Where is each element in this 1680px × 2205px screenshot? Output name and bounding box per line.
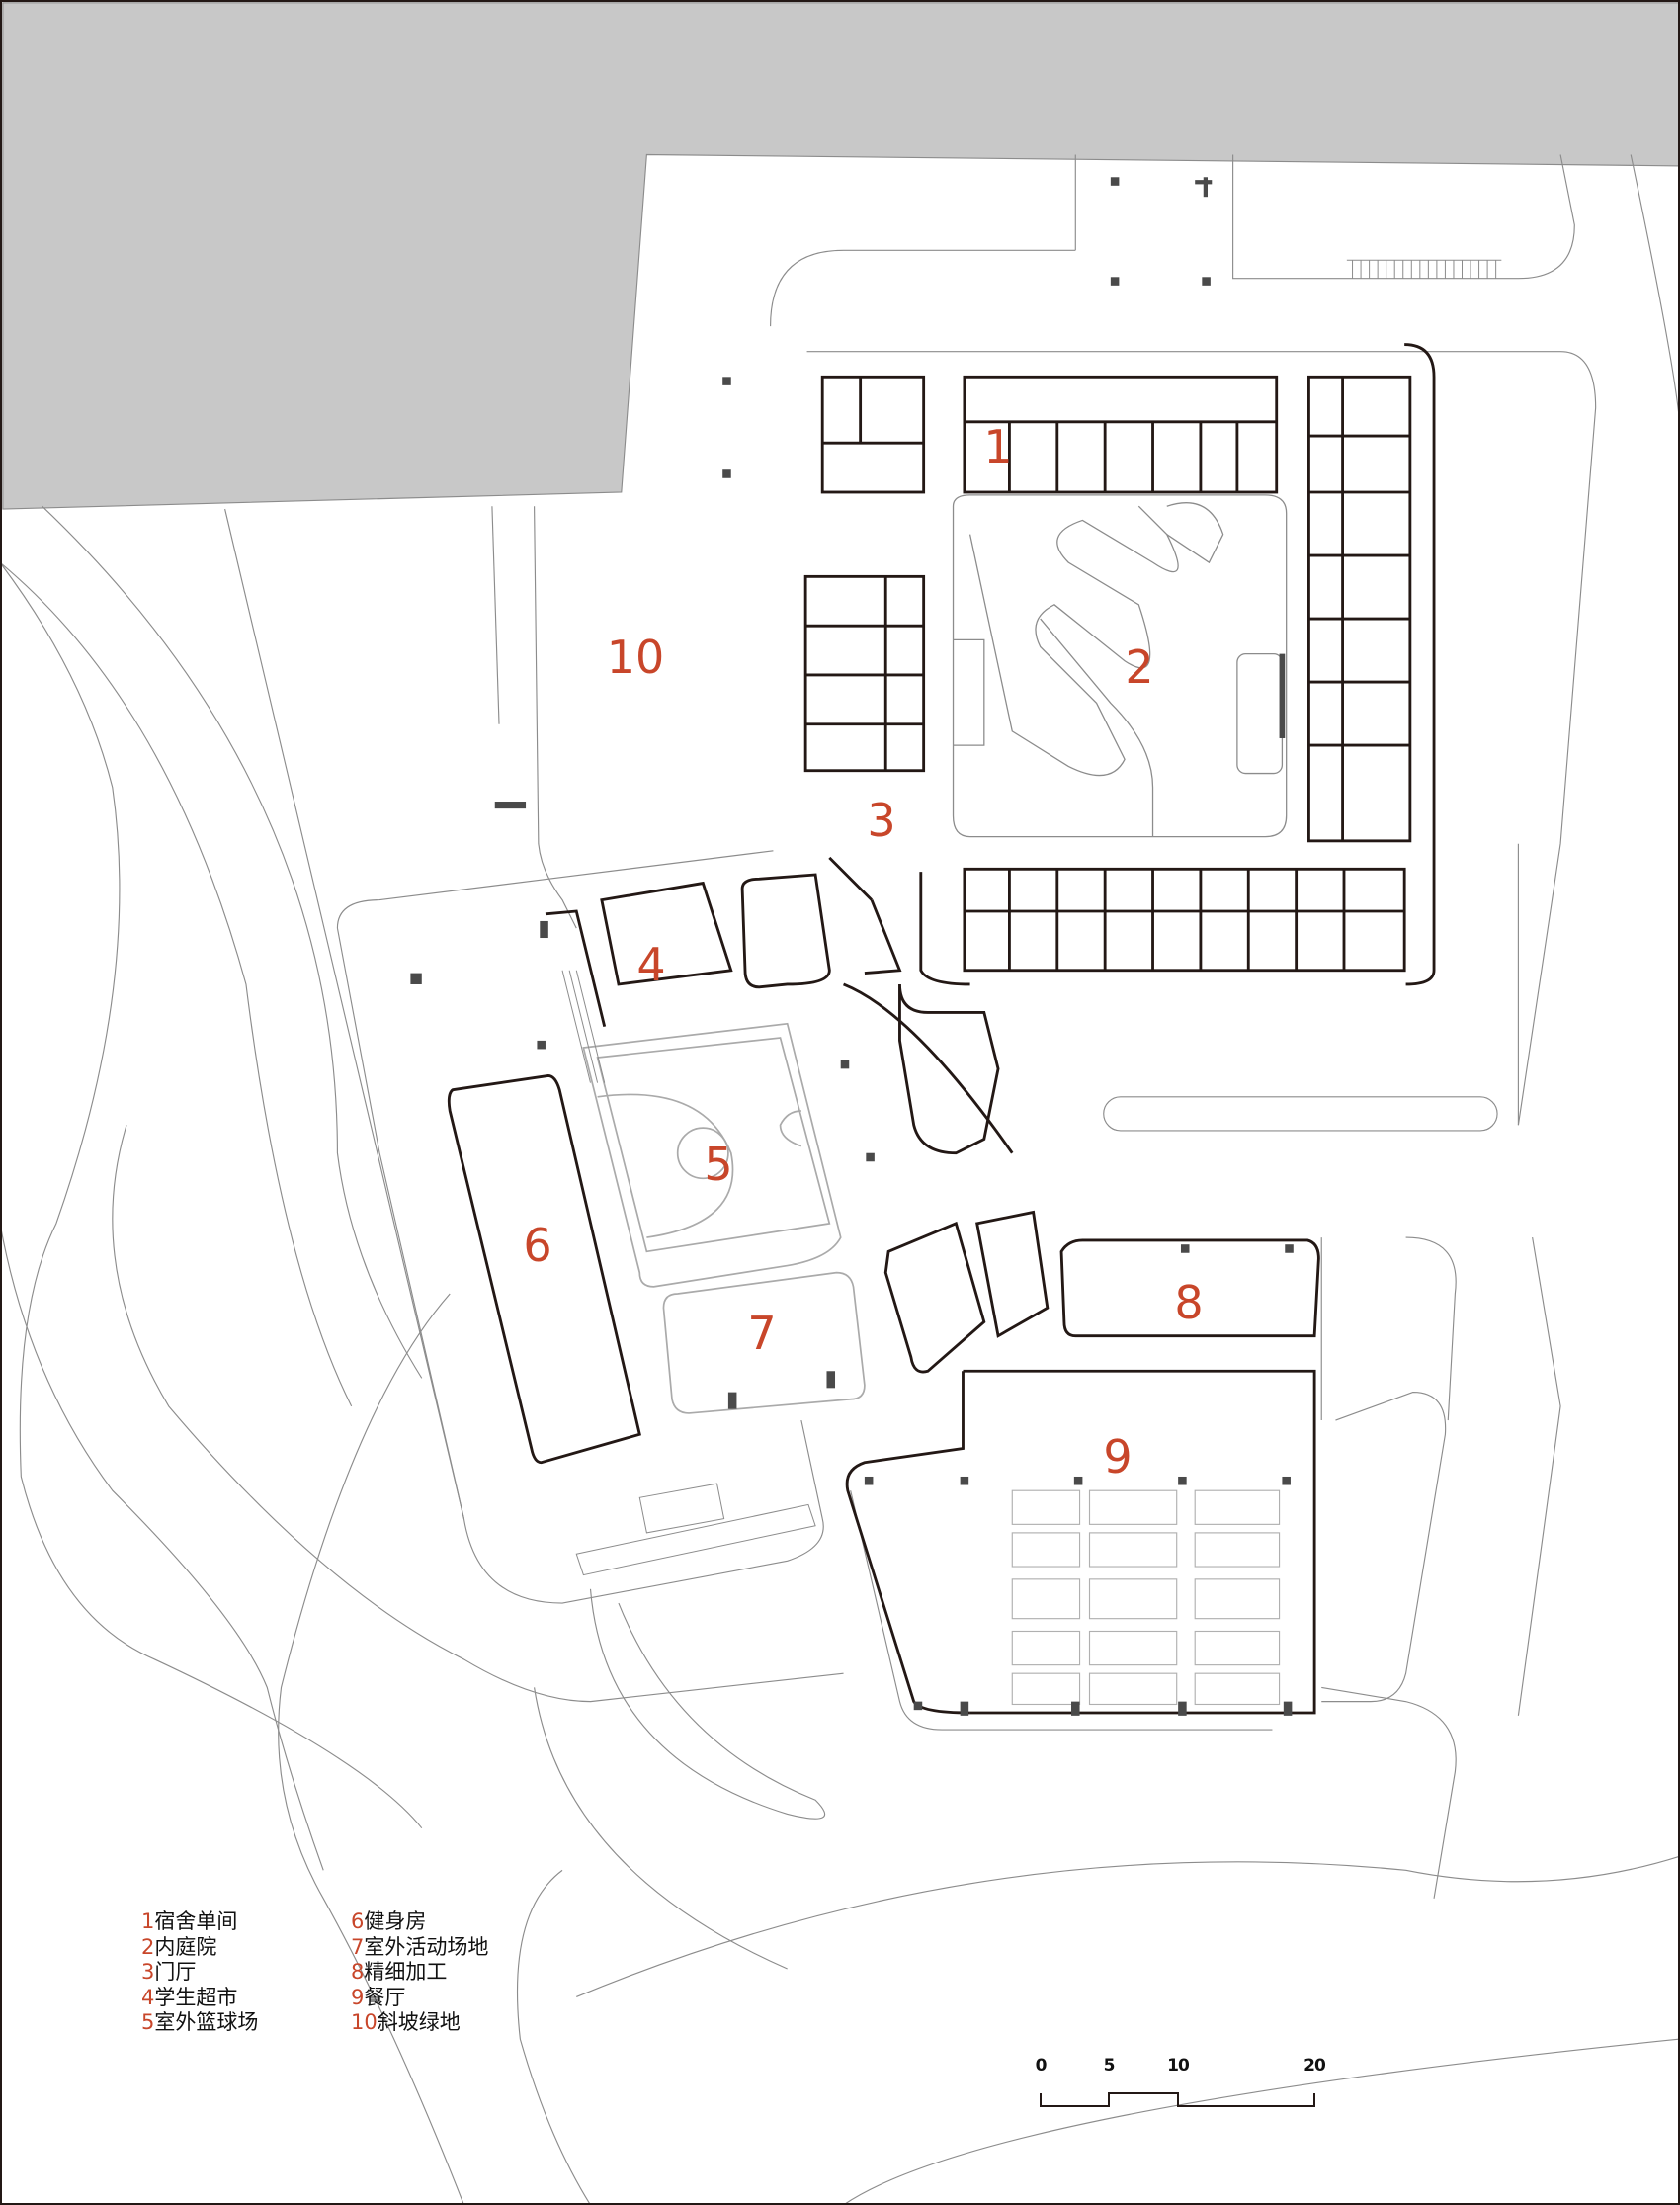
room-label-canteen: 9 [1103,1430,1133,1484]
scale-tick-10: 10 [1167,2056,1190,2076]
legend-item: 8精细加工 [351,1960,448,1984]
stairs [561,259,1502,1576]
legend-item: 3门厅 [141,1960,197,1984]
existing-building-mass [2,2,1680,510]
scale-tick-0: 0 [1035,2056,1048,2076]
room-label-fine-processing: 8 [1174,1276,1204,1329]
room-label-lobby: 3 [867,794,896,847]
scale-bar: 0 5 10 20 [1028,2056,1326,2115]
legend-column-left: 1宿舍单间 2内庭院 3门厅 4学生超市 5室外篮球场 [141,1909,258,2036]
room-label-inner-courtyard: 2 [1125,640,1154,694]
room-label-gym: 6 [523,1219,552,1272]
scale-tick-20: 20 [1303,2056,1326,2076]
court-lines [582,1022,866,1414]
legend-item: 6健身房 [351,1909,427,1933]
site-lines [0,154,1680,2205]
legend-item: 4学生超市 [141,1985,238,2009]
scale-tick-5: 5 [1103,2056,1116,2076]
room-label-supermarket: 4 [636,938,666,991]
room-label-basketball-court: 5 [704,1138,733,1191]
legend-item: 10斜坡绿地 [351,2010,461,2034]
room-label-outdoor-activity: 7 [747,1307,777,1360]
core-block-walls [447,856,1320,1715]
legend-item: 1宿舍单间 [141,1909,238,1933]
legend-item: 9餐厅 [351,1985,406,2009]
dining-tables [1011,1489,1281,1706]
legend-item: 2内庭院 [141,1934,217,1959]
columns [410,177,1294,1716]
legend-column-right: 6健身房 7室外活动场地 8精细加工 9餐厅 10斜坡绿地 [351,1909,488,2036]
dormitory-walls [803,343,1436,986]
scale-bar-line [1040,2092,1315,2107]
legend-item: 7室外活动场地 [351,1934,489,1959]
legend-item: 5室外篮球场 [141,2010,259,2034]
room-label-dormitory: 1 [983,420,1013,473]
room-label-slope-green: 10 [606,631,665,684]
